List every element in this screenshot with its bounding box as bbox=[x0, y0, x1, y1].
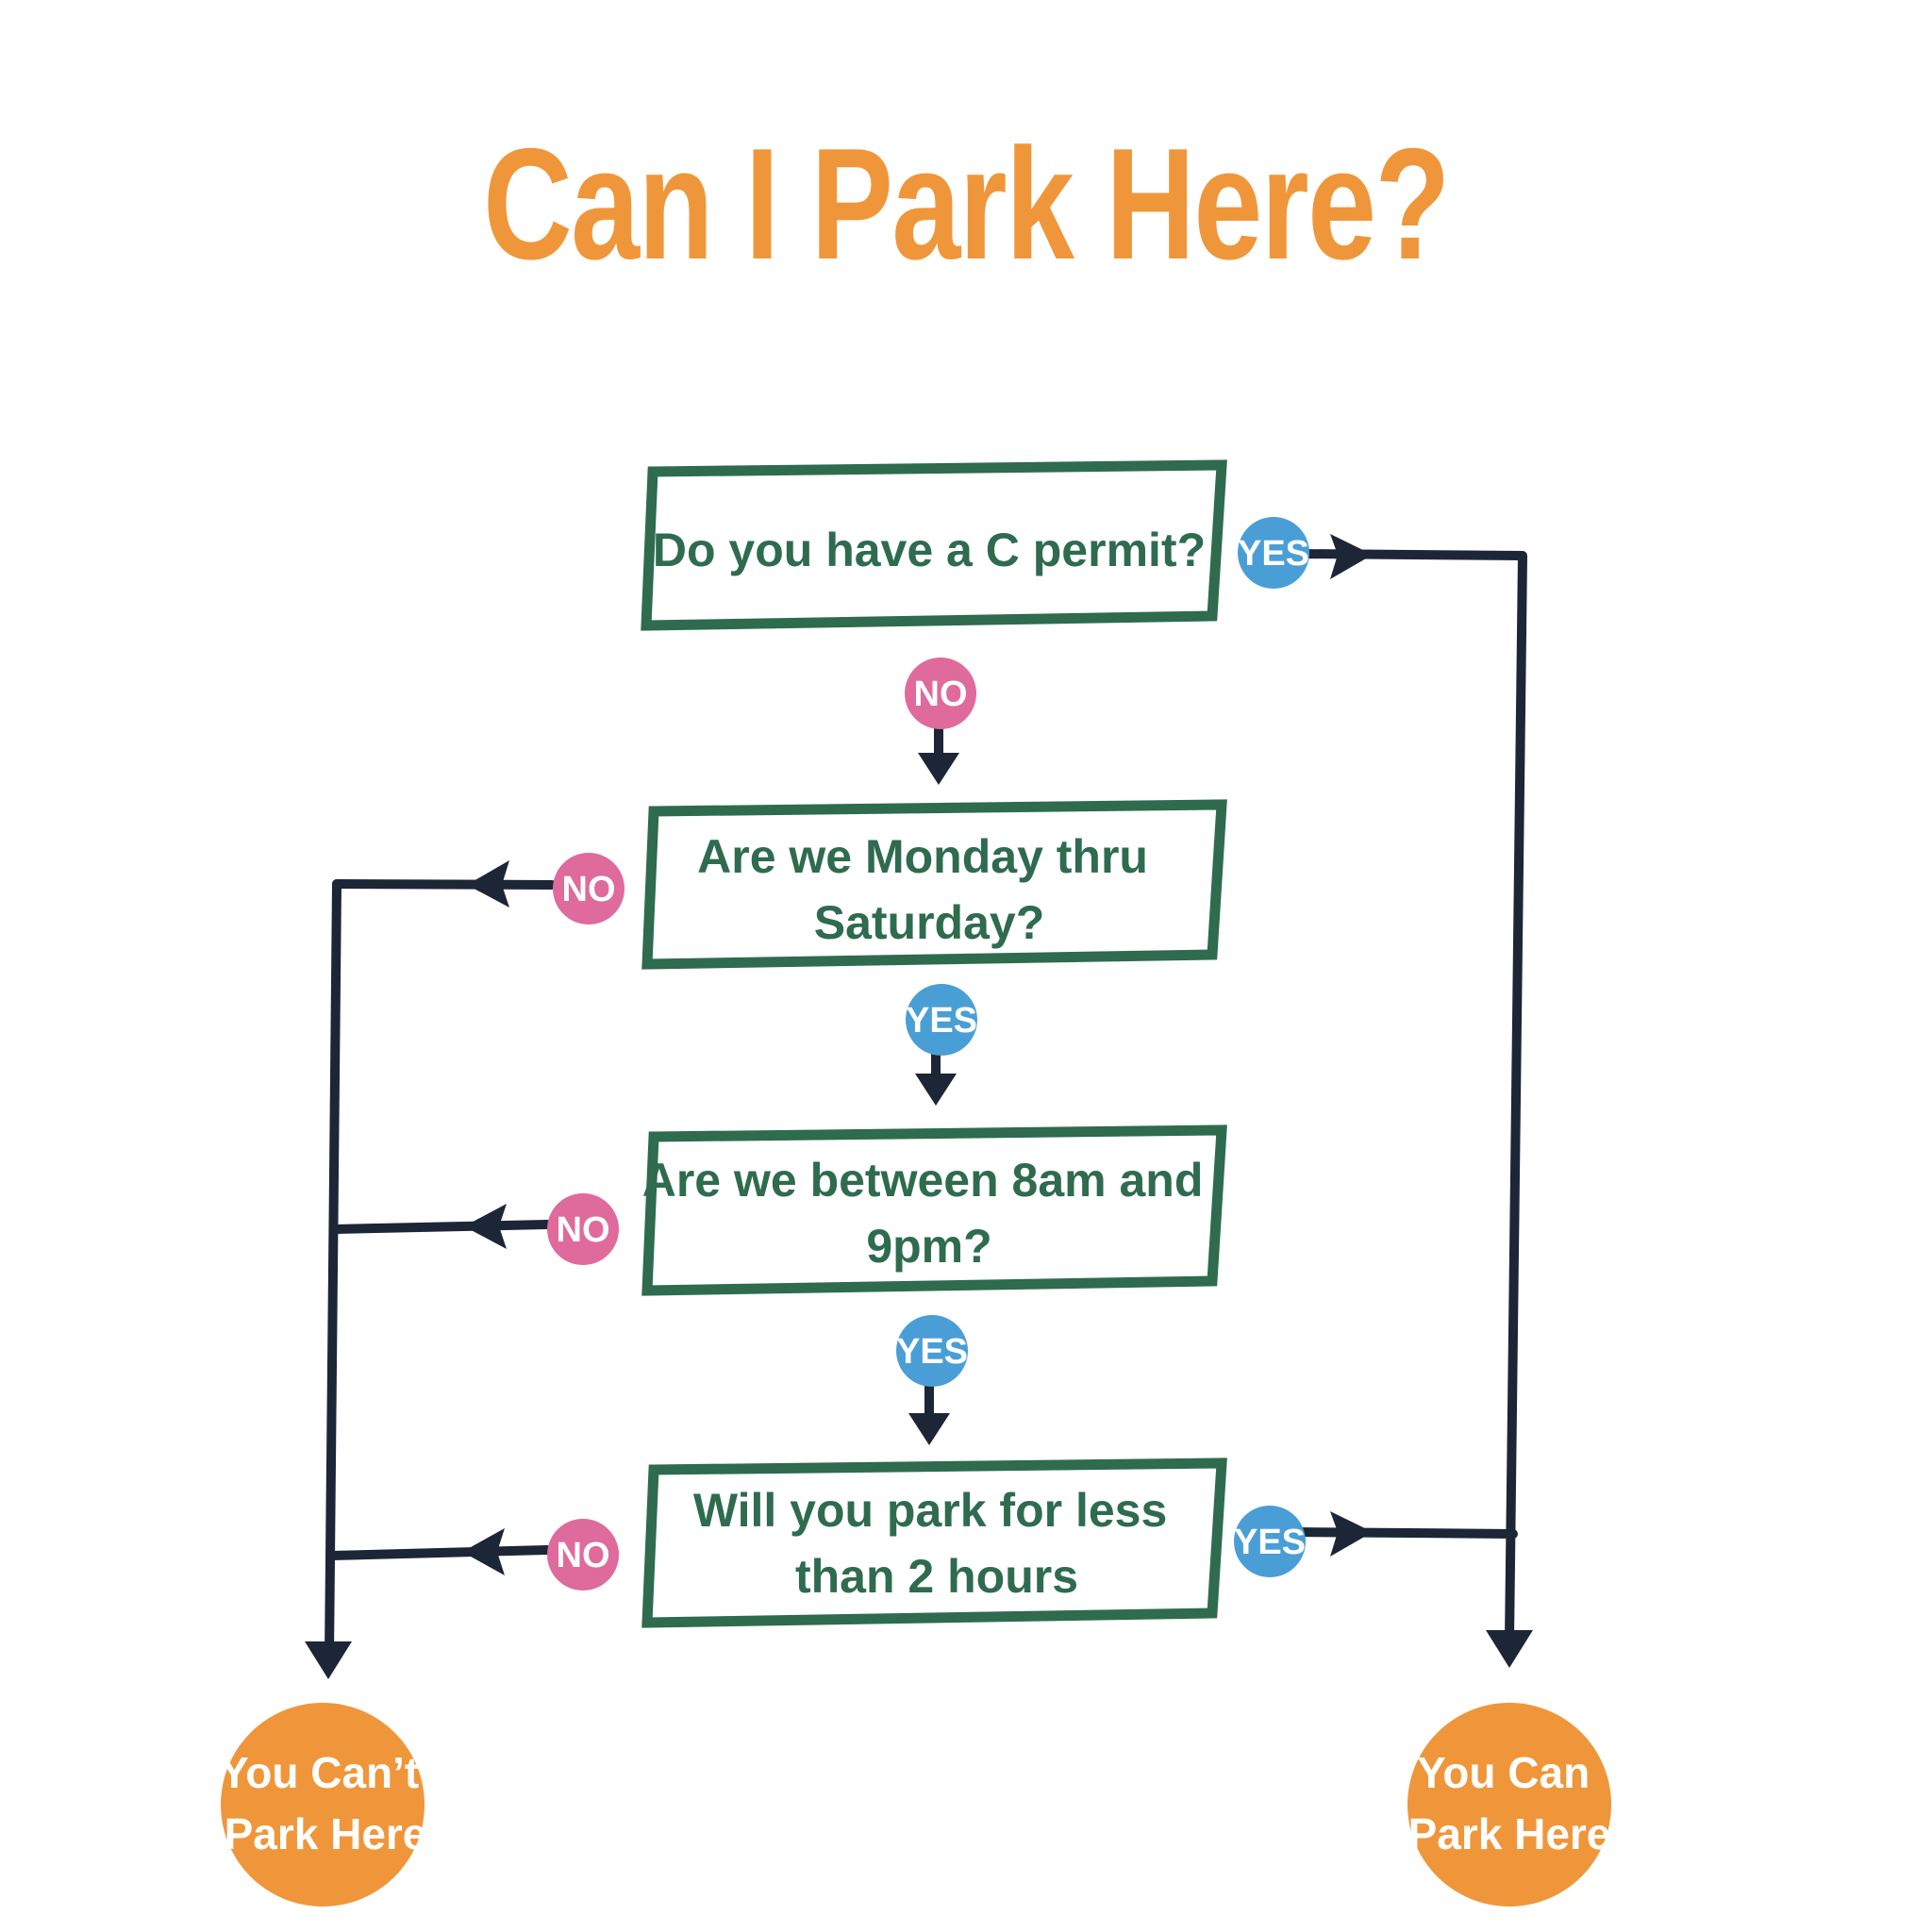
svg-text:NO: NO bbox=[557, 1536, 610, 1575]
arrow-heads bbox=[305, 534, 1533, 1679]
arrow-down-icon bbox=[1486, 1630, 1533, 1668]
arrow-down-icon bbox=[918, 753, 959, 785]
no-badge: NO bbox=[547, 1193, 619, 1265]
yes-trunk-line bbox=[1292, 549, 1527, 1646]
question-box-time-window: Are we between 8am and 9pm? bbox=[641, 1124, 1227, 1296]
connector-lines bbox=[325, 549, 1527, 1660]
svg-text:YES: YES bbox=[896, 1332, 968, 1372]
no-branch-q2-line bbox=[332, 879, 557, 890]
question-text: Do you have a C permit? bbox=[653, 524, 1206, 576]
question-text: Are we between 8am and 9pm? bbox=[642, 1154, 1217, 1273]
diagram-title: Can I Park Here? bbox=[483, 115, 1450, 292]
no-badge: NO bbox=[553, 853, 625, 924]
arrow-left-icon bbox=[462, 1528, 505, 1575]
question-text: Will you park for less than 2 hours bbox=[693, 1484, 1180, 1603]
no-badge: NO bbox=[905, 658, 976, 729]
yes-branch-q4-line bbox=[1292, 1527, 1518, 1539]
svg-text:You Can Park Here: You Can Park Here bbox=[1408, 1748, 1611, 1858]
svg-text:NO: NO bbox=[914, 675, 968, 714]
svg-text:You Can’t Park Here: You Can’t Park Here bbox=[220, 1748, 431, 1858]
arrow-down-icon bbox=[915, 1074, 957, 1106]
svg-text:YES: YES bbox=[1238, 534, 1309, 574]
yes-badge: YES bbox=[1238, 517, 1309, 589]
no-branch-q4-line bbox=[327, 1545, 552, 1560]
no-badge: NO bbox=[547, 1519, 619, 1591]
arrow-down-icon bbox=[305, 1641, 352, 1679]
no-branch-q3-line bbox=[330, 1220, 552, 1234]
question-box-monday-saturday: Are we Monday thru Saturday? bbox=[641, 799, 1227, 970]
svg-text:NO: NO bbox=[562, 870, 616, 909]
outcome-cannot-park: You Can’t Park Here bbox=[220, 1703, 431, 1907]
no-trunk-line bbox=[325, 879, 341, 1660]
yes-badge: YES bbox=[1234, 1506, 1306, 1577]
svg-text:NO: NO bbox=[557, 1210, 610, 1250]
arrow-left-icon bbox=[467, 860, 509, 908]
arrow-right-icon bbox=[1330, 1511, 1373, 1557]
yes-badge: YES bbox=[906, 984, 977, 1056]
svg-text:YES: YES bbox=[906, 1001, 977, 1041]
yes-badge: YES bbox=[896, 1315, 968, 1387]
question-box-duration: Will you park for less than 2 hours bbox=[641, 1457, 1227, 1628]
question-box-c-permit: Do you have a C permit? bbox=[641, 459, 1227, 631]
outcome-can-park: You Can Park Here bbox=[1407, 1703, 1611, 1907]
question-text: Are we Monday thru Saturday? bbox=[697, 830, 1161, 949]
arrow-right-icon bbox=[1330, 534, 1373, 579]
svg-text:YES: YES bbox=[1234, 1523, 1306, 1562]
arrow-left-icon bbox=[464, 1204, 507, 1249]
arrow-down-icon bbox=[908, 1413, 950, 1445]
